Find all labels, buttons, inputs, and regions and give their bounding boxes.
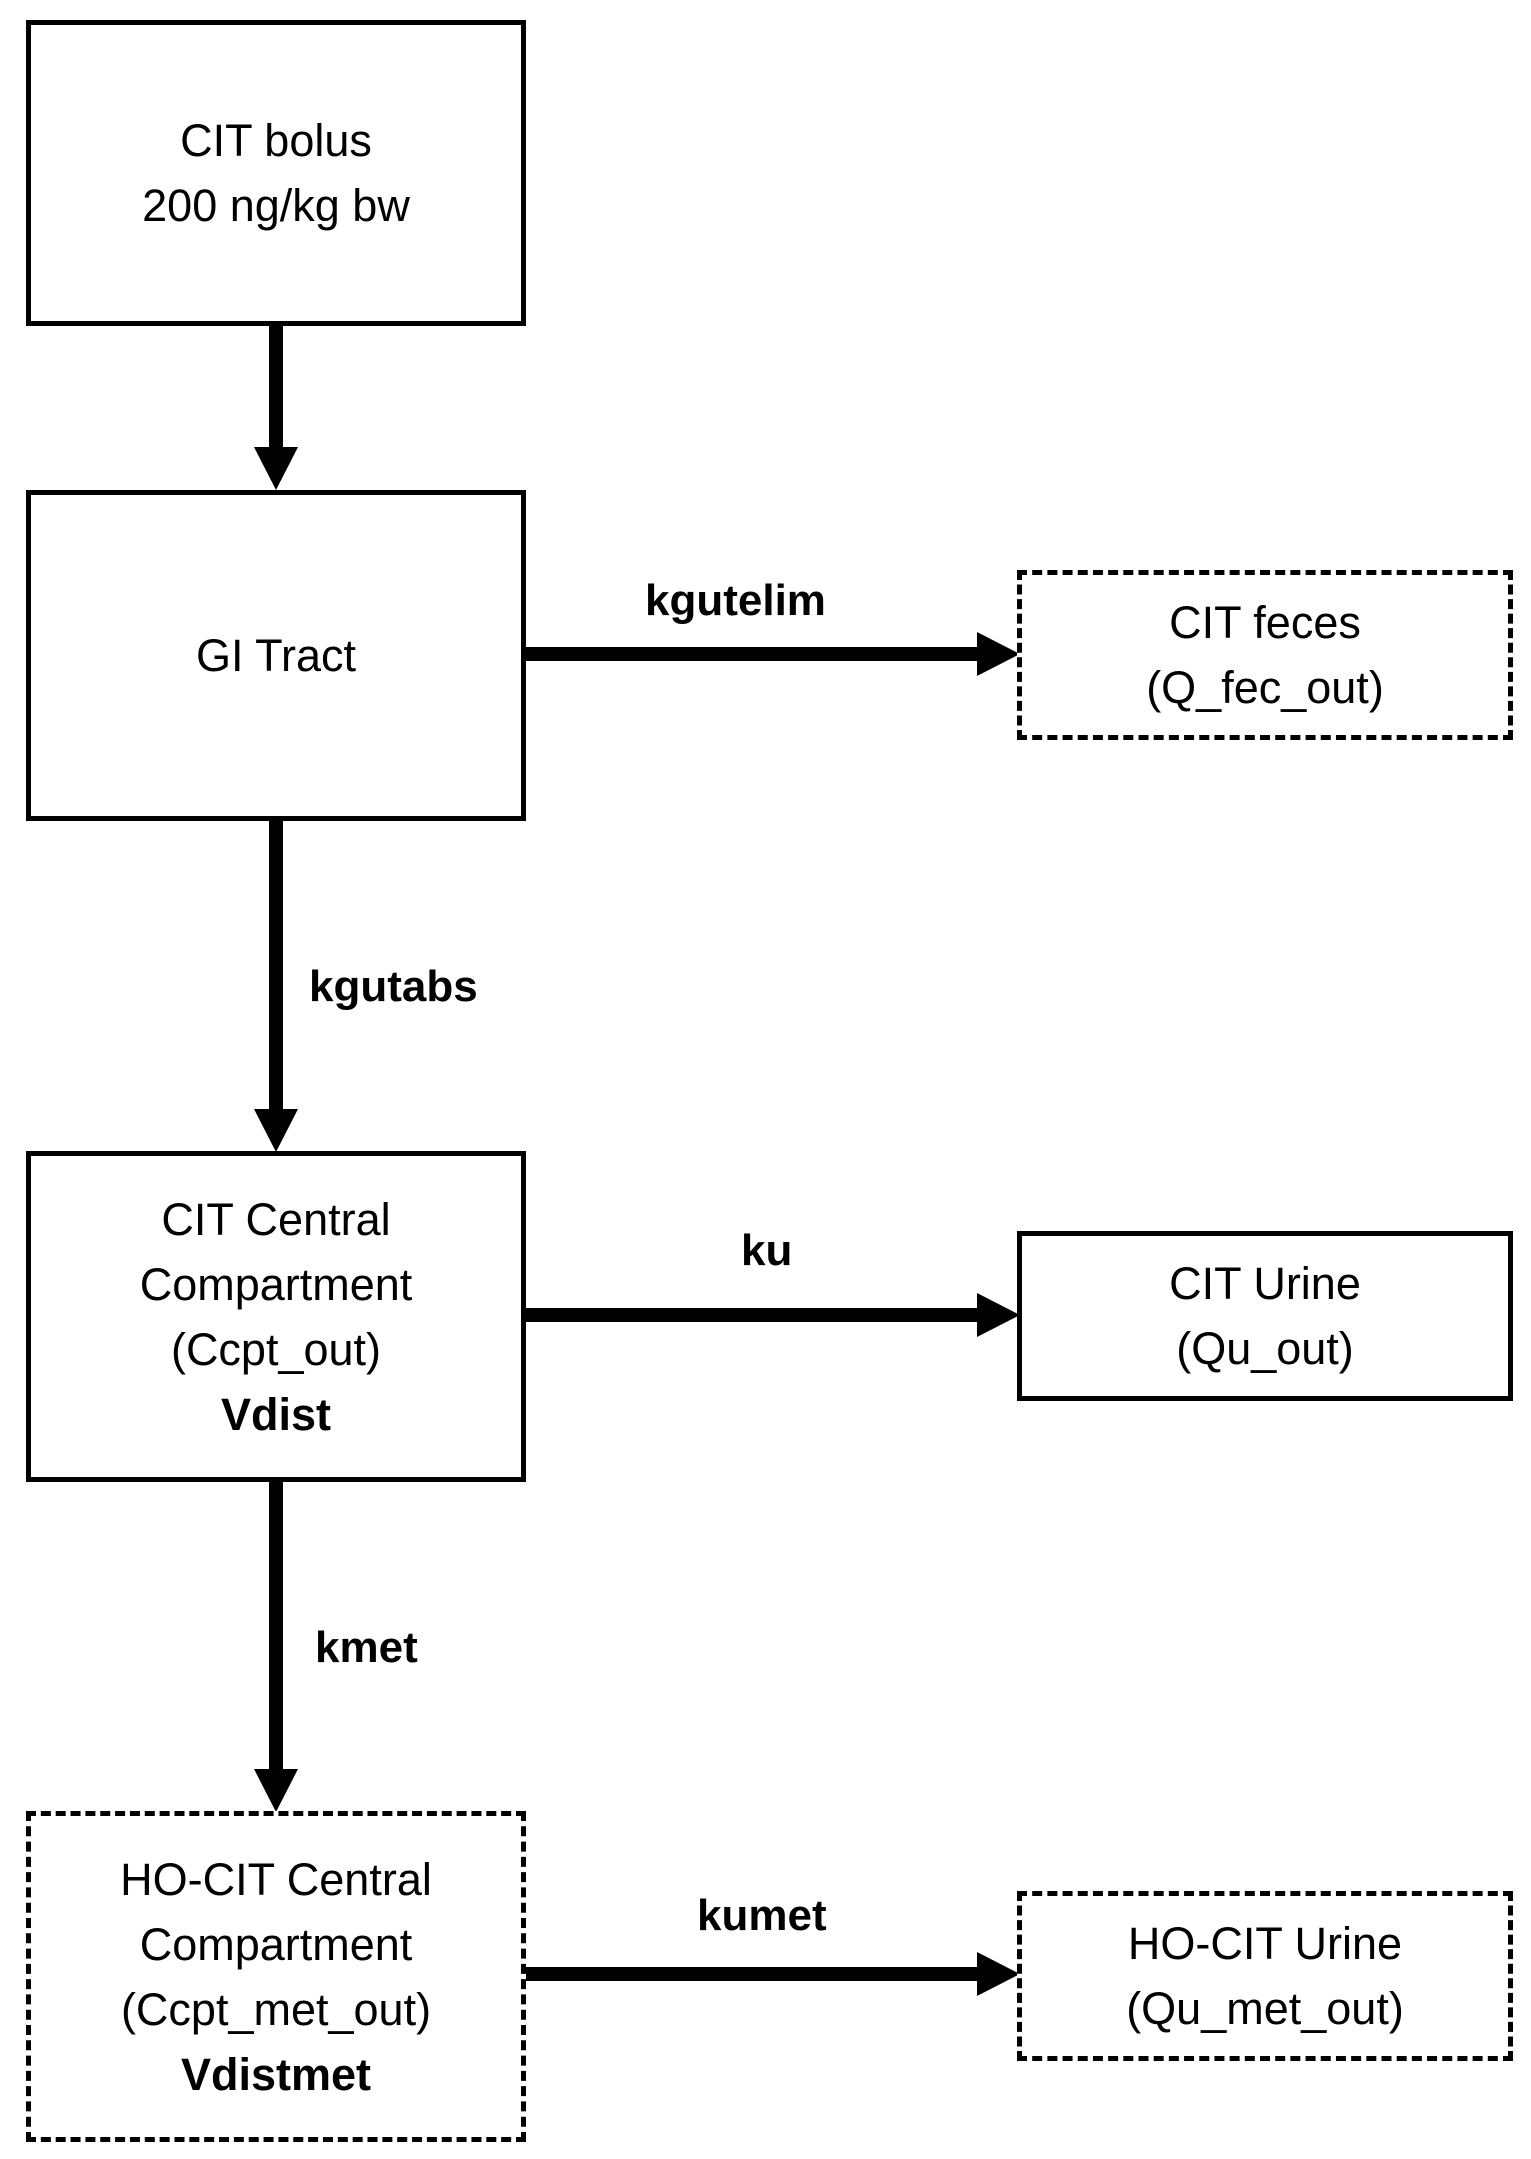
- cit-feces-variable: (Q_fec_out): [1146, 662, 1384, 713]
- rate-label-kgutelim: kgutelim: [645, 576, 826, 625]
- ho-cit-central-compartment-box: HO-CIT Central Compartment (Ccpt_met_out…: [26, 1811, 526, 2142]
- arrowhead-bolus-to-gi: [254, 447, 298, 490]
- gi-tract-box: GI Tract: [26, 490, 526, 821]
- ho-cit-central-title: HO-CIT Central: [120, 1853, 432, 1905]
- cit-bolus-title: CIT bolus: [180, 115, 372, 166]
- cit-feces-box: CIT feces (Q_fec_out): [1017, 570, 1513, 740]
- rate-label-ku: ku: [741, 1226, 793, 1275]
- cit-central-compartment-box: CIT Central Compartment (Ccpt_out) Vdist: [26, 1151, 526, 1482]
- arrowhead-central-to-ho-central: [254, 1769, 298, 1812]
- arrowhead-gi-to-feces: [977, 632, 1020, 676]
- rate-label-kgutabs: kgutabs: [309, 962, 478, 1011]
- cit-central-subtitle: Compartment: [139, 1258, 413, 1310]
- cit-central-volume: Vdist: [220, 1388, 332, 1440]
- cit-urine-variable: (Qu_out): [1176, 1323, 1354, 1374]
- cit-central-variable: (Ccpt_out): [170, 1323, 382, 1375]
- cit-urine-box: CIT Urine (Qu_out): [1017, 1231, 1513, 1401]
- ho-cit-urine-title: HO-CIT Urine: [1127, 1918, 1403, 1969]
- rate-label-kumet: kumet: [697, 1891, 827, 1940]
- cit-central-title: CIT Central: [161, 1193, 391, 1245]
- cit-urine-title: CIT Urine: [1169, 1258, 1361, 1309]
- ho-cit-central-subtitle: Compartment: [139, 1918, 413, 1970]
- ho-cit-urine-variable: (Qu_met_out): [1126, 1983, 1404, 2034]
- cit-bolus-box: CIT bolus 200 ng/kg bw: [26, 20, 526, 326]
- arrowhead-central-to-urine: [977, 1293, 1020, 1337]
- cit-bolus-dose: 200 ng/kg bw: [142, 180, 410, 231]
- ho-cit-urine-box: HO-CIT Urine (Qu_met_out): [1017, 1891, 1513, 2061]
- ho-cit-central-variable: (Ccpt_met_out): [120, 1983, 432, 2035]
- arrowhead-gi-to-central: [254, 1109, 298, 1152]
- cit-feces-title: CIT feces: [1169, 597, 1361, 648]
- gi-tract-title: GI Tract: [195, 630, 357, 681]
- rate-label-kmet: kmet: [315, 1623, 418, 1672]
- ho-cit-central-volume: Vdistmet: [180, 2048, 372, 2100]
- arrowhead-ho-central-to-ho-urine: [977, 1952, 1020, 1996]
